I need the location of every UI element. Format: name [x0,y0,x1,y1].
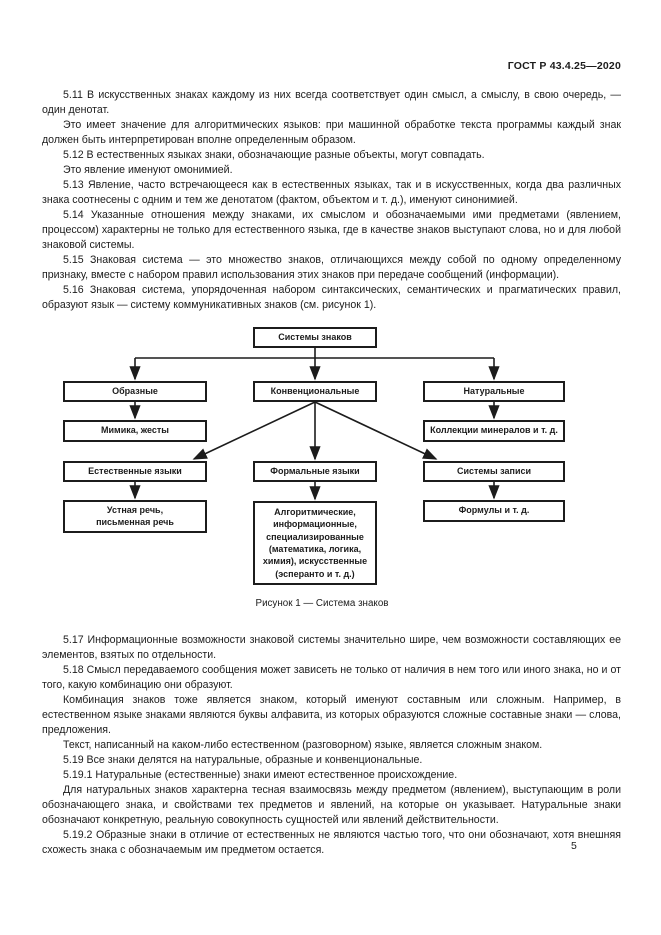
node-formal-languages: Формальные языки [253,461,377,482]
node-figurative: Образные [63,381,207,402]
node-mineral-collections: Коллекции минералов и т. д. [423,420,565,442]
paragraph-5-12: 5.12 В естественных языках знаки, обозна… [63,149,485,161]
diagram-connector-lines [129,348,500,501]
paragraph-5-19: 5.19 Все знаки делятся на натуральные, о… [63,754,423,766]
node-sign-systems: Системы знаков [253,327,377,348]
paragraph-5-11-note: Это имеет значение для алгоритмических я… [42,119,621,146]
node-conventional: Конвенциональные [253,381,377,402]
node-notation-systems: Системы записи [423,461,565,482]
page-content: ГОСТ Р 43.4.25—2020 5.11 В искусственных… [42,60,621,858]
paragraph-5-11: 5.11 В искусственных знаках каждому из н… [42,89,621,116]
node-formulas: Формулы и т. д. [423,500,565,522]
node-mimic-gestures: Мимика, жесты [63,420,207,442]
paragraph-5-13: 5.13 Явление, часто встречающееся как в … [42,179,621,206]
doc-code: ГОСТ Р 43.4.25—2020 [507,60,621,72]
sign-systems-diagram: Системы знаков Образные Конвенциональные… [42,324,621,586]
node-oral-written-speech: Устная речь, письменная речь [63,500,207,533]
paragraph-5-18: 5.18 Смысл передаваемого сообщения может… [42,664,621,691]
paragraph-5-14: 5.14 Указанные отношения между знаками, … [42,209,621,251]
paragraph-5-12-note: Это явление именуют омонимией. [63,164,233,176]
figure-1: Системы знаков Образные Конвенциональные… [42,324,621,609]
node-natural: Натуральные [423,381,565,402]
bottom-text-block: 5.17 Информационные возможности знаковой… [42,633,621,858]
page-number: 5 [571,840,577,852]
paragraph-5-16: 5.16 Знаковая система, упорядоченная наб… [42,284,621,311]
paragraph-5-19-1-note: Для натуральных знаков характерна тесная… [42,784,621,826]
paragraph-5-18-note-1: Комбинация знаков тоже является знаком, … [42,694,621,736]
paragraph-5-19-1: 5.19.1 Натуральные (естественные) знаки … [63,769,458,781]
node-natural-languages: Естественные языки [63,461,207,482]
paragraph-5-18-note-2: Текст, написанный на каком-либо естестве… [63,739,543,751]
paragraph-5-15: 5.15 Знаковая система — это множество зн… [42,254,621,281]
node-formal-language-kinds: Алгоритмические, информационные, специал… [253,501,377,585]
paragraph-5-17: 5.17 Информационные возможности знаковой… [42,634,621,661]
paragraph-5-19-2: 5.19.2 Образные знаки в отличие от естес… [42,829,621,856]
figure-caption: Рисунок 1 — Система знаков [255,598,389,609]
